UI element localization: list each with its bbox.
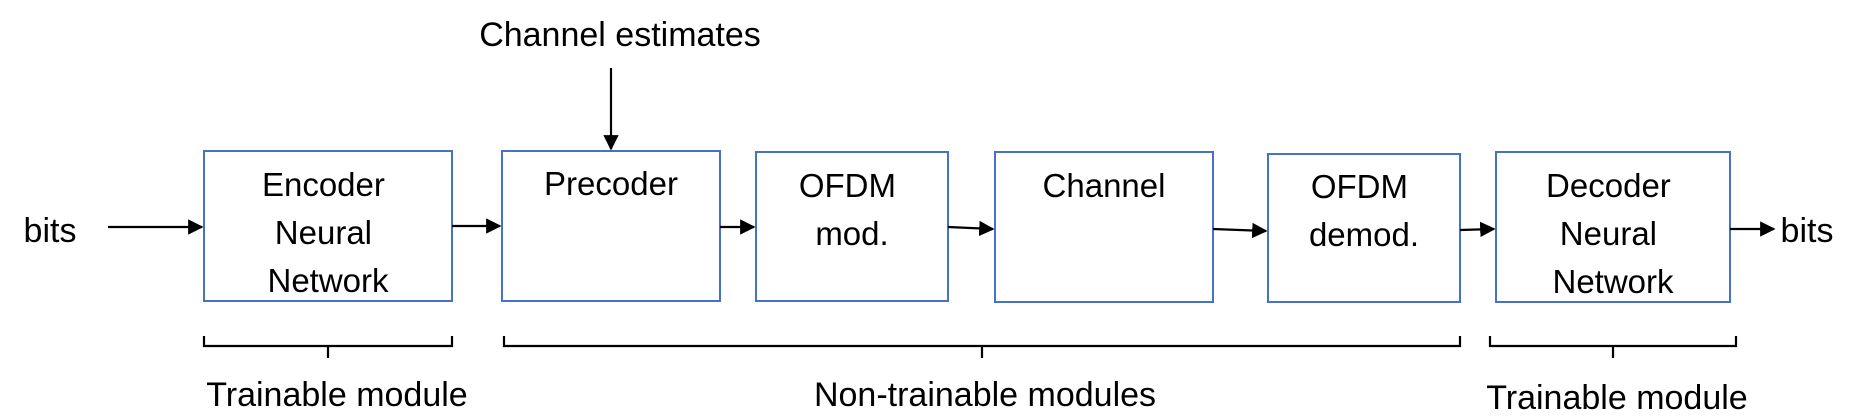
- decoder-block: Decoder Neural Network: [1495, 151, 1731, 303]
- svg-text:Encoder Neural Net: Encoder Neural Network: [262, 166, 394, 299]
- encoder-line-3: Network: [267, 262, 389, 299]
- precoder-block: Precoder: [501, 150, 721, 302]
- arrow-channel-to-ofdm-demod: [1212, 222, 1268, 239]
- input-bits-label: bits: [24, 212, 77, 250]
- decoder-line-2: Neural: [1560, 215, 1657, 252]
- channel-block: Channel: [994, 151, 1214, 303]
- brace-non-trainable: [502, 336, 1462, 358]
- decoder-box: [1495, 151, 1731, 303]
- svg-text:Decoder Neural Net: Decoder Neural Network: [1546, 167, 1680, 300]
- decoder-line-1: Decoder: [1546, 167, 1671, 204]
- brace-trainable-left: [202, 336, 454, 358]
- channel-estimates-label: Channel estimates: [479, 16, 761, 54]
- group-label-trainable-left: Trainable module: [206, 376, 467, 414]
- ofdm-demod-box: [1267, 153, 1461, 303]
- arrow-ofdm-demod-to-decoder: [1459, 221, 1496, 238]
- ofdm-demod-line-2: demod.: [1309, 216, 1419, 253]
- ofdm-demod-block: OFDM demod.: [1267, 153, 1461, 303]
- channel-line-1: Channel: [1043, 167, 1166, 204]
- ofdm-mod-line-1: OFDM: [799, 167, 896, 204]
- ofdm-mod-line-2: mod.: [815, 215, 888, 252]
- svg-text:OFDM mod.: OFDM mod.: [799, 167, 905, 252]
- encoder-line-1: Encoder: [262, 166, 385, 203]
- group-label-non-trainable: Non-trainable modules: [814, 376, 1156, 414]
- decoder-line-3: Network: [1552, 263, 1674, 300]
- precoder-box: [501, 150, 721, 302]
- encoder-box: [203, 150, 453, 302]
- svg-text:Precoder: Precoder: [544, 165, 678, 202]
- svg-text:Channel: Channel: [1043, 167, 1166, 204]
- channel-box: [994, 151, 1214, 303]
- ofdm-demod-line-1: OFDM: [1311, 168, 1408, 205]
- ofdm-mod-block: OFDM mod.: [755, 151, 949, 302]
- precoder-line-1: Precoder: [544, 165, 678, 202]
- output-bits-label: bits: [1781, 212, 1834, 250]
- ofdm-mod-box: [755, 151, 949, 302]
- svg-text:OFDM demod.: OFDM demod.: [1309, 168, 1419, 253]
- brace-trainable-right: [1488, 336, 1738, 358]
- arrow-ofdm-mod-to-channel: [947, 220, 995, 237]
- encoder-line-2: Neural: [275, 214, 372, 251]
- encoder-block: Encoder Neural Network: [203, 150, 453, 302]
- group-label-trainable-right: Trainable module: [1486, 379, 1747, 417]
